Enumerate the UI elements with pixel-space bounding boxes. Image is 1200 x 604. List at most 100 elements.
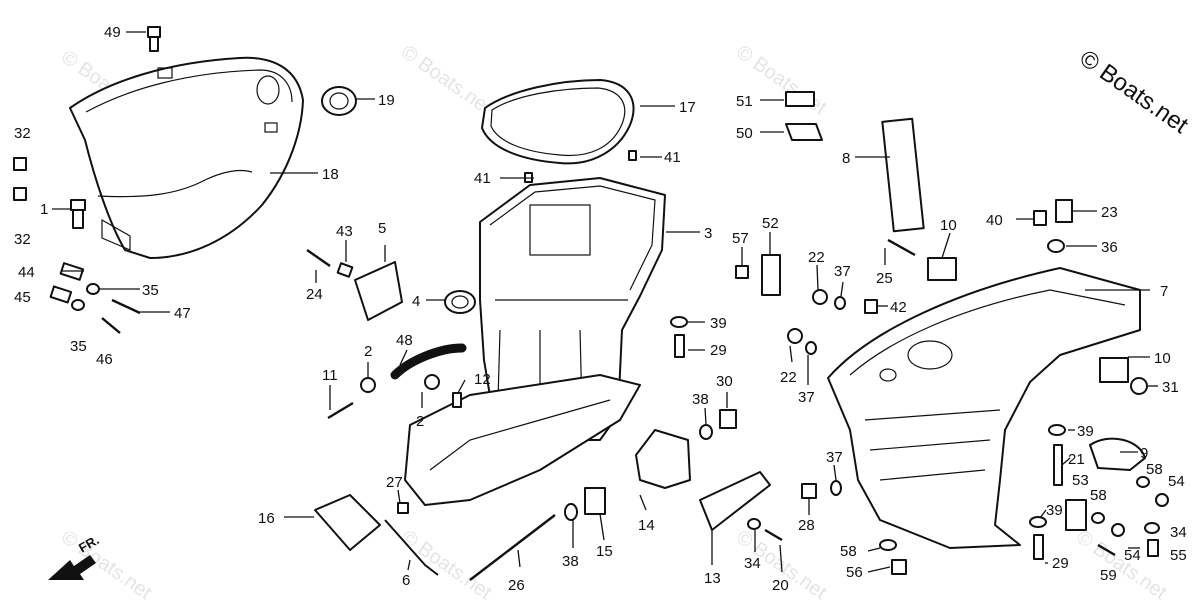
part-52-block xyxy=(761,254,781,296)
label-56: 56 xyxy=(846,564,863,581)
label-7: 7 xyxy=(1160,283,1168,300)
part-17-seal-ring xyxy=(481,79,635,165)
label-29b: 29 xyxy=(1052,555,1069,572)
part-1-screw xyxy=(70,199,86,229)
part-37-washer-b xyxy=(805,341,817,355)
part-12-fitting xyxy=(452,392,462,408)
label-41a: 41 xyxy=(664,149,681,166)
part-59-bolt xyxy=(1097,543,1116,557)
part-25-bolt xyxy=(887,238,916,257)
label-40: 40 xyxy=(986,212,1003,229)
part-15-collar xyxy=(584,487,606,515)
label-29a: 29 xyxy=(710,342,727,359)
part-39-washer-a xyxy=(670,316,688,328)
part-26-bolt xyxy=(469,514,556,581)
label-38b: 38 xyxy=(562,553,579,570)
part-29-bolt-a xyxy=(674,334,685,358)
label-52: 52 xyxy=(762,215,779,232)
part-48-hose xyxy=(390,343,467,380)
part-42-plug xyxy=(864,299,878,314)
label-42: 42 xyxy=(890,299,907,316)
part-41-plug-a xyxy=(628,150,637,161)
part-16-bracket xyxy=(314,494,381,551)
label-35a: 35 xyxy=(142,282,159,299)
label-24: 24 xyxy=(306,286,323,303)
part-13-plate xyxy=(699,471,771,531)
part-57-nut xyxy=(735,265,749,279)
part-38-washer-a xyxy=(699,424,713,440)
label-10b: 10 xyxy=(1154,350,1171,367)
label-22b: 22 xyxy=(780,369,797,386)
label-34a: 34 xyxy=(744,555,761,572)
part-3-extension-case xyxy=(404,177,666,506)
part-8-strip xyxy=(881,117,925,233)
label-54a: 54 xyxy=(1168,473,1185,490)
part-50-block xyxy=(785,123,823,141)
part-58-washer-c xyxy=(1091,512,1105,524)
part-35-washer-a xyxy=(86,283,100,295)
label-32b: 32 xyxy=(14,231,31,248)
label-48: 48 xyxy=(396,332,413,349)
label-12: 12 xyxy=(474,371,491,388)
label-55: 55 xyxy=(1170,547,1187,564)
part-45-pin xyxy=(49,285,73,304)
part-53-anode xyxy=(1065,499,1087,531)
label-53: 53 xyxy=(1072,472,1089,489)
part-58-washer-b xyxy=(1136,476,1150,488)
label-58a: 58 xyxy=(840,543,857,560)
label-18: 18 xyxy=(322,166,339,183)
part-46-bolt xyxy=(101,317,121,334)
label-25: 25 xyxy=(876,270,893,287)
part-20-bolt xyxy=(764,528,783,542)
part-54-screw-a xyxy=(1155,493,1169,507)
label-38a: 38 xyxy=(692,391,709,408)
label-37c: 37 xyxy=(826,449,843,466)
label-8: 8 xyxy=(842,150,850,167)
label-30: 30 xyxy=(716,373,733,390)
label-44: 44 xyxy=(18,264,35,281)
label-6: 6 xyxy=(402,572,410,589)
part-14-holder xyxy=(635,429,691,489)
part-18-cowl-shell xyxy=(69,56,304,259)
part-47-bolt xyxy=(111,298,141,315)
part-38-washer-b xyxy=(564,503,578,521)
part-21-stud xyxy=(1053,444,1063,486)
part-35-washer-b xyxy=(71,299,85,311)
part-36-washer xyxy=(1047,239,1065,253)
label-15: 15 xyxy=(596,543,613,560)
label-11: 11 xyxy=(322,367,338,384)
label-13: 13 xyxy=(704,570,721,587)
part-7-gear-case xyxy=(827,267,1141,549)
copyright-text: © Boats.net xyxy=(1075,45,1194,139)
callout-labels: 49 19 17 41 41 18 32 32 1 3 51 50 8 10 2… xyxy=(14,24,1187,594)
label-39a: 39 xyxy=(710,315,727,332)
label-35b: 35 xyxy=(70,338,87,355)
part-31-nut xyxy=(1130,377,1148,395)
part-24-bolt xyxy=(306,249,331,267)
part-23-bolt xyxy=(1055,199,1073,223)
part-54-screw-b xyxy=(1111,523,1125,537)
label-50: 50 xyxy=(736,125,753,142)
part-55-bolt xyxy=(1147,539,1159,557)
label-16: 16 xyxy=(258,510,275,527)
label-59: 59 xyxy=(1100,567,1117,584)
label-28: 28 xyxy=(798,517,815,534)
part-11-bolt xyxy=(327,401,354,420)
part-34-washer-a xyxy=(747,518,761,530)
label-20: 20 xyxy=(772,577,789,594)
part-10-block-upper xyxy=(927,257,957,281)
part-5-bracket xyxy=(354,261,403,321)
part-32-nut-lower xyxy=(13,187,27,201)
part-37-washer-a xyxy=(834,296,846,310)
label-17: 17 xyxy=(679,99,696,116)
part-49-bolt xyxy=(147,26,161,52)
label-54b: 54 xyxy=(1124,547,1141,564)
part-43-pin xyxy=(336,262,354,278)
label-9: 9 xyxy=(1140,445,1148,462)
label-19: 19 xyxy=(378,92,395,109)
part-4-grommet xyxy=(444,290,476,314)
part-22-screw-b xyxy=(787,328,803,344)
part-56-plug xyxy=(891,559,907,575)
part-6-wire xyxy=(384,519,439,576)
label-58c: 58 xyxy=(1090,487,1107,504)
